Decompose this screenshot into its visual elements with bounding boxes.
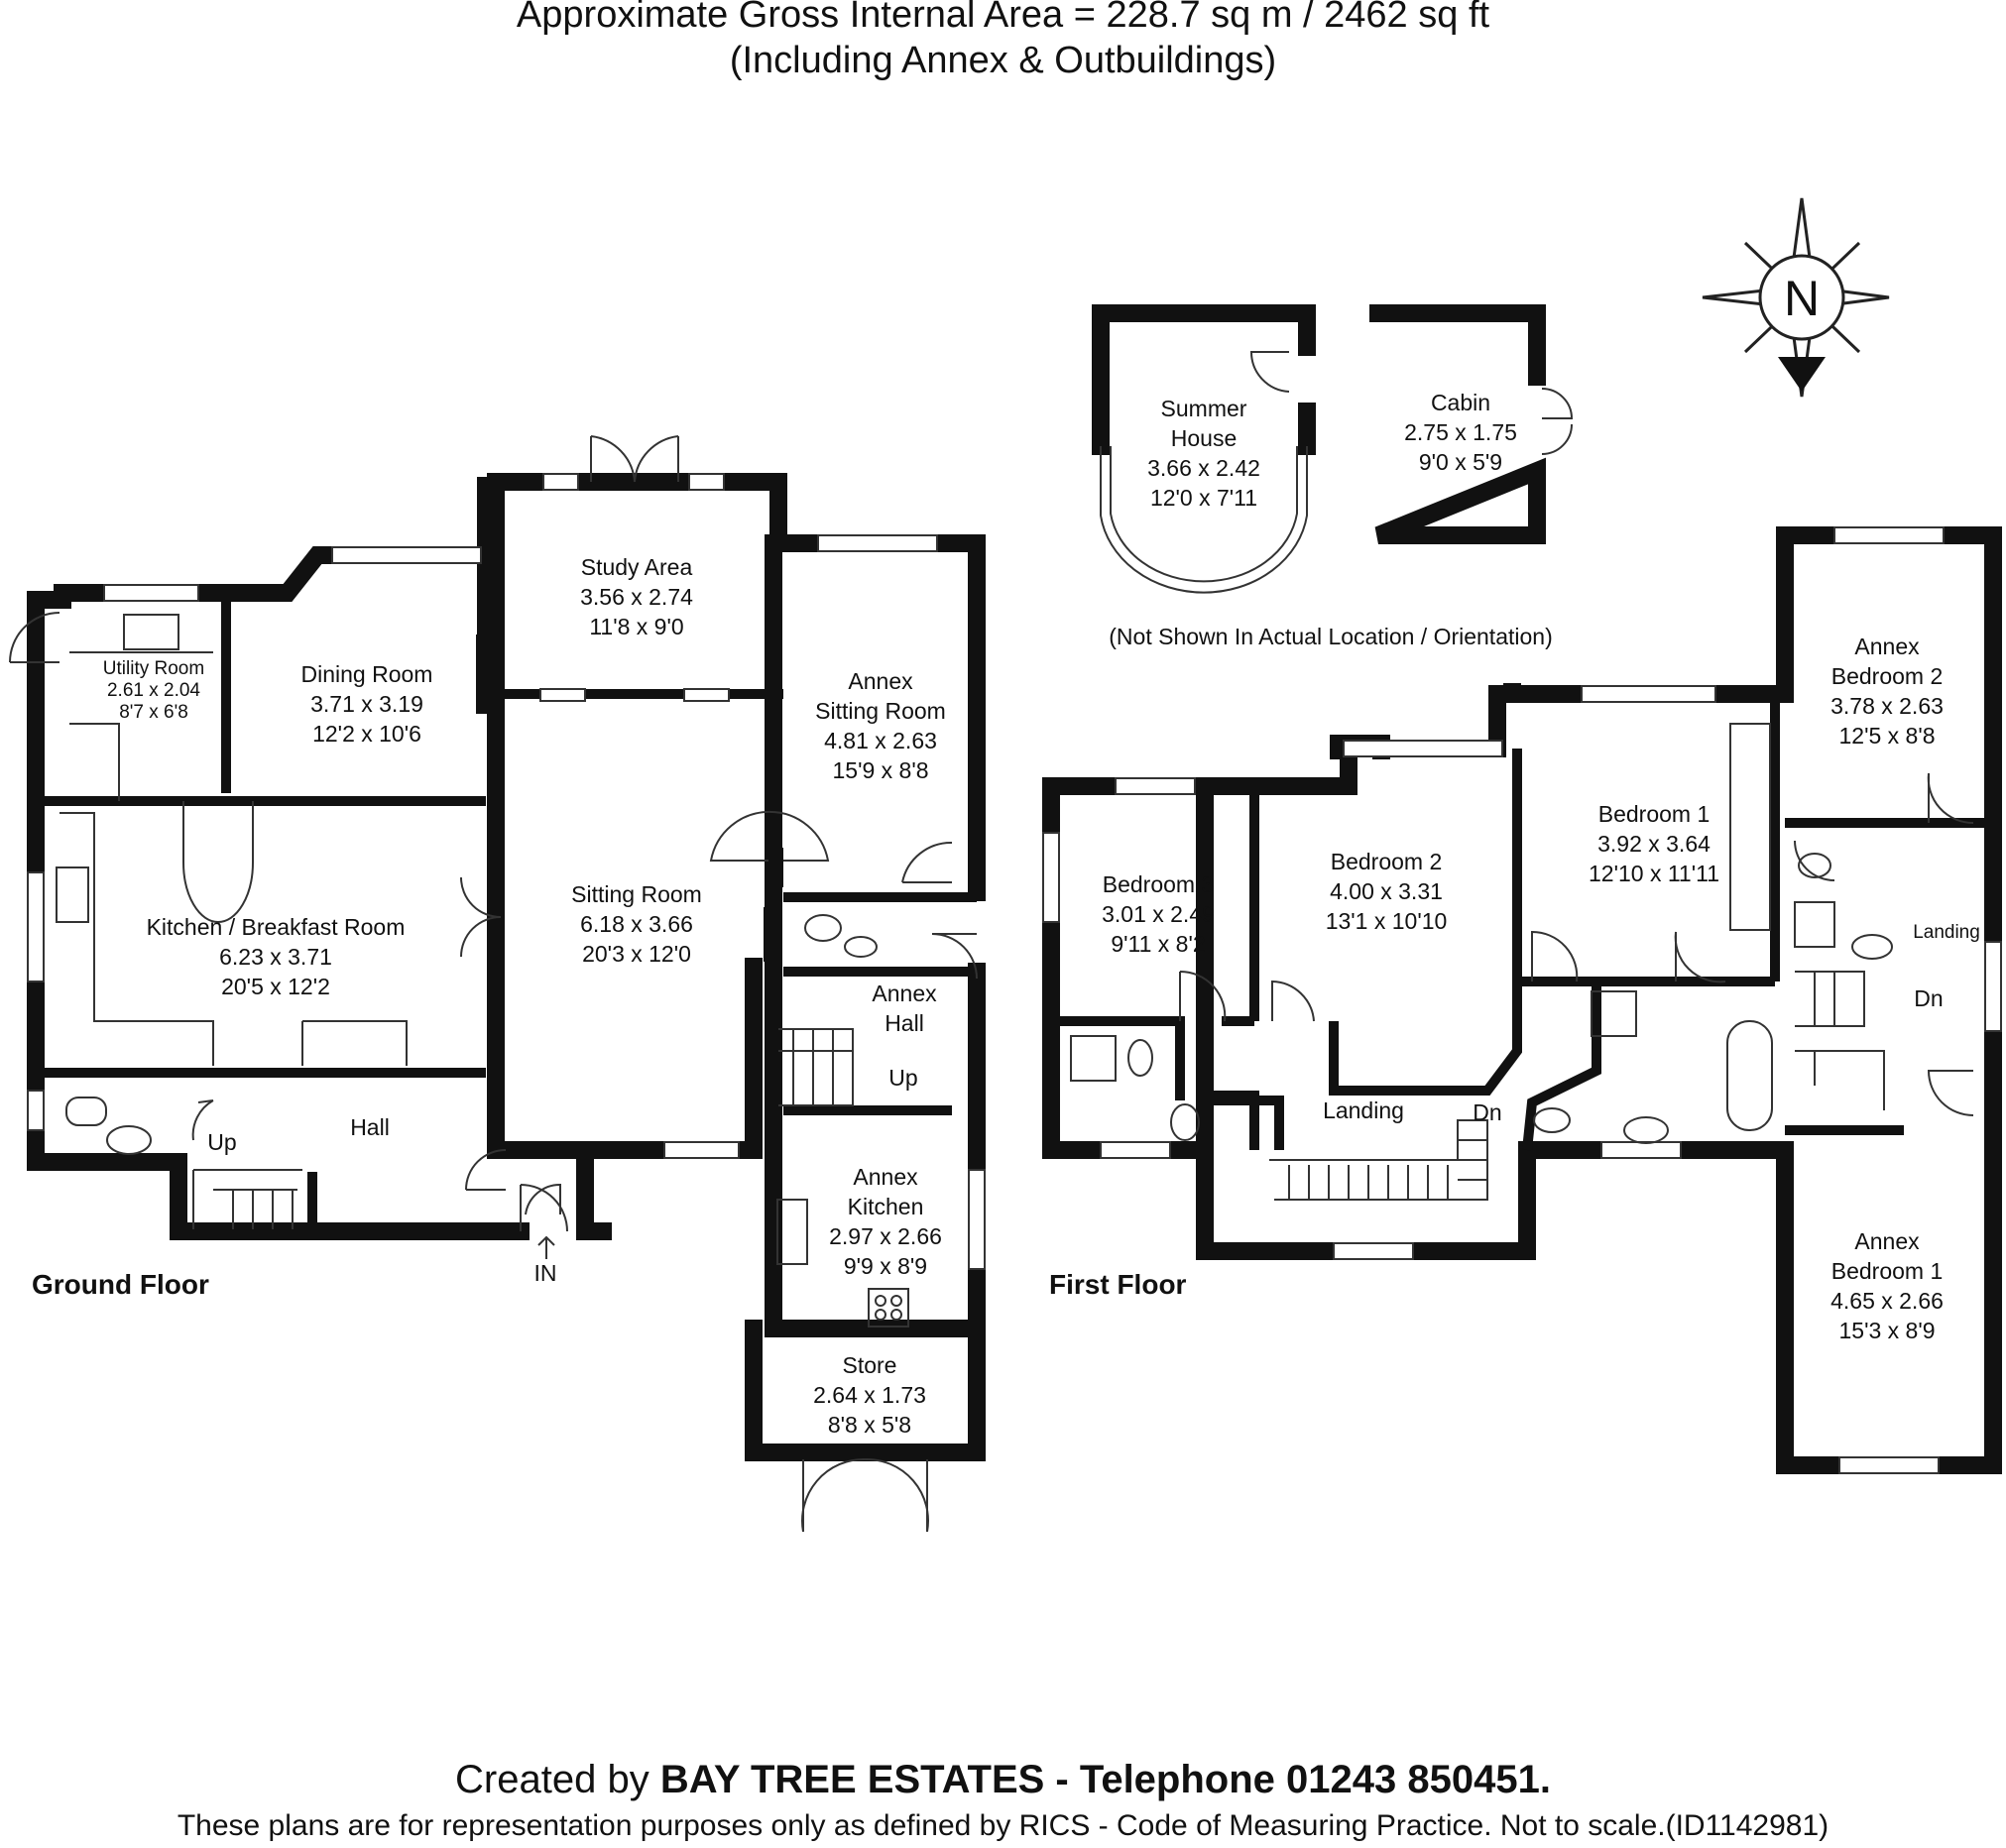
annex-bedroom1-imperial: 15'3 x 8'9 <box>1838 1318 1935 1343</box>
landing-name: Landing <box>1323 1097 1404 1123</box>
bedroom2-imperial: 13'1 x 10'10 <box>1326 908 1448 934</box>
study-area-metric: 3.56 x 2.74 <box>580 584 693 610</box>
window <box>1042 832 1060 923</box>
window <box>1343 740 1503 757</box>
summer-house-metric: 3.66 x 2.42 <box>1147 455 1260 481</box>
window <box>331 546 482 564</box>
summer-house-name-1: Summer <box>1161 396 1247 421</box>
sitting-room-name: Sitting Room <box>571 881 702 907</box>
north-label: N <box>1784 271 1820 326</box>
hall-name: Hall <box>350 1114 390 1140</box>
outbuildings <box>1092 304 1574 594</box>
dining-room-name: Dining Room <box>301 661 433 687</box>
kitchen-metric: 6.23 x 3.71 <box>219 944 332 970</box>
annex-bedroom2-metric: 3.78 x 2.63 <box>1830 693 1944 719</box>
dining-room-imperial: 12'2 x 10'6 <box>312 721 421 747</box>
bedroom1-imperial: 12'10 x 11'11 <box>1589 861 1719 886</box>
window <box>27 1090 45 1131</box>
summer-house-name-2: House <box>1171 425 1237 451</box>
north-compass-icon: N <box>1702 197 1890 398</box>
annex-bedroom1-metric: 4.65 x 2.66 <box>1830 1288 1944 1314</box>
cabin-imperial: 9'0 x 5'9 <box>1419 449 1502 475</box>
disclaimer: These plans are for representation purpo… <box>177 1809 1829 1842</box>
stairs-up-label: Up <box>207 1129 236 1155</box>
window <box>103 584 199 602</box>
kitchen-name: Kitchen / Breakfast Room <box>147 914 406 940</box>
created-by-line: Created by BAY TREE ESTATES - Telephone … <box>0 1758 2006 1802</box>
company-contact: BAY TREE ESTATES - Telephone 01243 85045… <box>659 1758 1551 1801</box>
first-floor-plan <box>1042 526 2002 1474</box>
dining-room-metric: 3.71 x 3.19 <box>310 691 423 717</box>
annex-sitting-room-metric: 4.81 x 2.63 <box>824 728 937 753</box>
annex-bedroom2-name-1: Annex <box>1854 634 1920 659</box>
annex-stairs-up-label: Up <box>888 1065 917 1091</box>
annex-bedroom2-imperial: 12'5 x 8'8 <box>1838 723 1935 749</box>
annex-bedroom2-name-2: Bedroom 2 <box>1831 663 1944 689</box>
created-by-prefix: Created by <box>455 1758 660 1801</box>
window <box>27 871 45 982</box>
window <box>817 534 938 552</box>
window <box>1984 941 2002 1032</box>
annex-stairs-down-label: Dn <box>1914 985 1943 1011</box>
bedroom2-name: Bedroom 2 <box>1331 849 1443 874</box>
sitting-room-imperial: 20'3 x 12'0 <box>582 941 691 967</box>
bedroom1-metric: 3.92 x 3.64 <box>1597 831 1711 857</box>
window <box>1581 685 1716 703</box>
window <box>1833 526 1945 544</box>
study-area-name: Study Area <box>581 554 693 580</box>
window <box>539 688 586 702</box>
outbuilding-note: (Not Shown In Actual Location / Orientat… <box>1109 624 1552 649</box>
window <box>968 1169 986 1270</box>
bedroom3-name: Bedroom 3 <box>1103 871 1215 897</box>
first-floor-label: First Floor <box>1049 1269 1187 1300</box>
gross-area-subtitle: (Including Annex & Outbuildings) <box>729 40 1277 81</box>
study-area-imperial: 11'8 x 9'0 <box>589 614 683 639</box>
bedroom3-imperial: 9'11 x 8'2 <box>1111 931 1205 957</box>
window <box>688 473 725 491</box>
sitting-room-metric: 6.18 x 3.66 <box>580 911 693 937</box>
annex-bedroom1-name-2: Bedroom 1 <box>1831 1258 1944 1284</box>
bedroom2-metric: 4.00 x 3.31 <box>1330 878 1443 904</box>
annex-landing-name: Landing <box>1913 922 1980 943</box>
annex-hall-name-1: Annex <box>872 981 937 1006</box>
room-labels: Utility Room 2.61 x 2.04 8'7 x 6'8 Dinin… <box>32 390 1980 1438</box>
stairs-down-label: Dn <box>1473 1099 1501 1125</box>
ground-floor-plan <box>9 435 986 1533</box>
bedroom3-metric: 3.01 x 2.49 <box>1102 901 1215 927</box>
annex-hall-name-2: Hall <box>885 1010 924 1036</box>
ground-floor-label: Ground Floor <box>32 1269 209 1300</box>
window <box>1600 1141 1682 1159</box>
store-metric: 2.64 x 1.73 <box>813 1382 926 1408</box>
store-name: Store <box>843 1352 897 1378</box>
cabin-metric: 2.75 x 1.75 <box>1404 419 1517 445</box>
window <box>1838 1456 1940 1474</box>
window <box>663 1141 740 1159</box>
window <box>1115 777 1196 795</box>
kitchen-imperial: 20'5 x 12'2 <box>221 974 330 999</box>
utility-room-imperial: 8'7 x 6'8 <box>119 702 188 723</box>
store-imperial: 8'8 x 5'8 <box>828 1412 911 1438</box>
window <box>1333 1242 1414 1260</box>
annex-sitting-room-name-2: Sitting Room <box>815 698 946 724</box>
annex-kitchen-imperial: 9'9 x 8'9 <box>844 1253 927 1279</box>
annex-sitting-room-imperial: 15'9 x 8'8 <box>832 757 928 783</box>
window <box>1100 1141 1171 1159</box>
annex-bedroom1-name-1: Annex <box>1854 1228 1920 1254</box>
summer-house-imperial: 12'0 x 7'11 <box>1150 485 1257 511</box>
entrance-label: IN <box>534 1260 557 1286</box>
window <box>542 473 579 491</box>
annex-kitchen-name-2: Kitchen <box>848 1194 924 1219</box>
utility-room-metric: 2.61 x 2.04 <box>107 680 200 701</box>
window <box>683 688 730 702</box>
bedroom1-name: Bedroom 1 <box>1598 801 1711 827</box>
cabin-name: Cabin <box>1431 390 1490 415</box>
annex-sitting-room-name-1: Annex <box>848 668 913 694</box>
gross-area-title: Approximate Gross Internal Area = 228.7 … <box>516 0 1490 36</box>
annex-kitchen-metric: 2.97 x 2.66 <box>829 1223 942 1249</box>
utility-room-name: Utility Room <box>103 658 204 679</box>
annex-kitchen-name-1: Annex <box>853 1164 918 1190</box>
